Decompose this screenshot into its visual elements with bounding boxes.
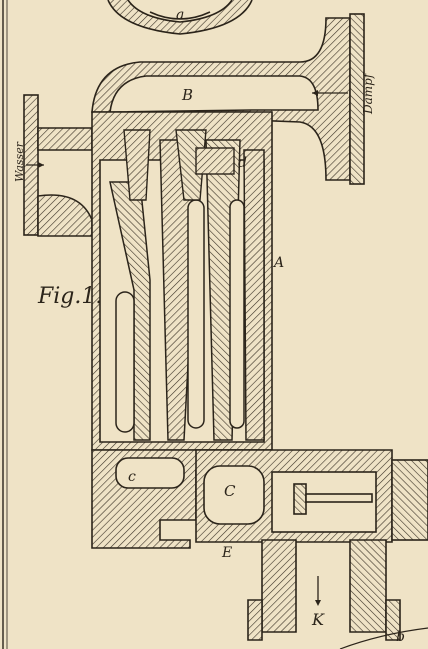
overflow-pipe — [247, 539, 401, 641]
label-d: d — [238, 155, 247, 171]
label-dampf: Dampf — [361, 73, 375, 114]
valve-housing — [195, 449, 393, 543]
label-C: C — [224, 482, 236, 500]
label-K: K — [312, 610, 324, 629]
bottom-fragment — [339, 627, 428, 649]
label-b: b — [396, 629, 405, 645]
label-E: E — [222, 545, 233, 561]
label-B: B — [182, 86, 194, 104]
figure-title: Fig.1. — [38, 284, 103, 309]
overflow-arrow-head — [315, 600, 321, 606]
label-c: c — [128, 469, 136, 485]
nozzle-cones — [123, 129, 235, 201]
steam-flange — [349, 13, 365, 185]
threaded-plug — [391, 459, 428, 541]
top-wheel-fragment — [107, 0, 253, 35]
label-wasser: Wasser — [13, 142, 26, 182]
label-a: a — [176, 7, 185, 23]
bottom-chamber — [91, 449, 273, 549]
water-arrow-head — [38, 162, 44, 168]
steam-arrow-head — [312, 90, 318, 96]
nozzle-tubes — [109, 139, 265, 441]
steam-chamber — [91, 17, 351, 181]
label-A: A — [274, 255, 285, 271]
